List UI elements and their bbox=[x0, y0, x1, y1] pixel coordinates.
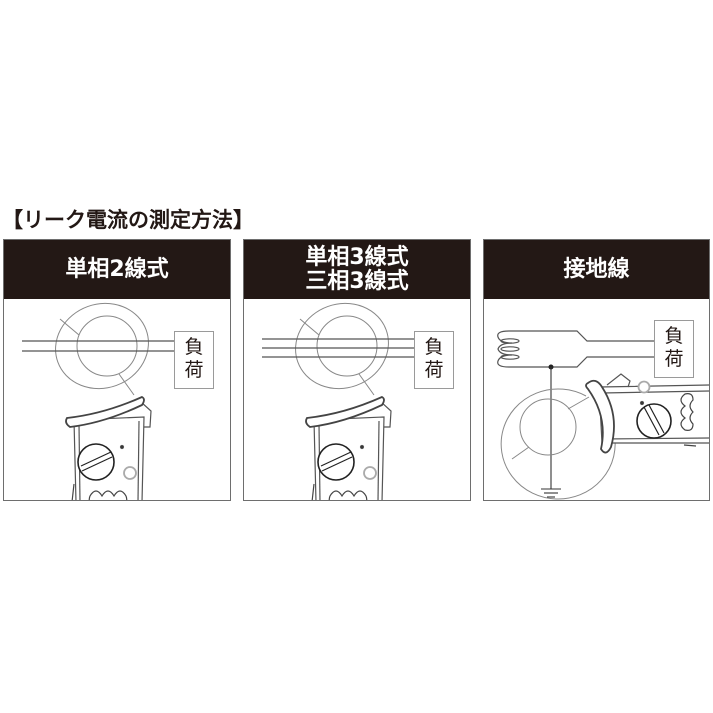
coil-icon bbox=[497, 330, 654, 368]
page-title: 【リーク電流の測定方法】 bbox=[2, 208, 254, 232]
panel-header: 単相3線式 三相3線式 bbox=[244, 240, 470, 299]
panel-single-phase-2-wire: 単相2線式 負 荷 bbox=[3, 239, 231, 501]
ground-icon bbox=[541, 367, 561, 498]
ground-clamp-diagram bbox=[497, 330, 709, 500]
panel-header: 単相2線式 bbox=[4, 240, 230, 299]
panel-ground-wire: 接地線 bbox=[483, 239, 710, 501]
panel-single-three-phase-3-wire: 単相3線式 三相3線式 負 荷 bbox=[243, 239, 471, 501]
load-label-char: 負 bbox=[424, 336, 444, 358]
load-label-char: 荷 bbox=[184, 359, 204, 381]
panel-header-label: 単相3線式 bbox=[305, 244, 409, 270]
wires-icon bbox=[22, 340, 174, 352]
wires-icon bbox=[262, 338, 414, 358]
panel-header-label: 接地線 bbox=[563, 256, 630, 282]
load-label-char: 荷 bbox=[424, 359, 444, 381]
load-label-char: 負 bbox=[184, 336, 204, 358]
panel-header-label: 三相3線式 bbox=[305, 268, 409, 294]
clamp-meter-diagram bbox=[22, 302, 174, 500]
panel-header: 接地線 bbox=[484, 240, 709, 299]
load-box: 負 荷 bbox=[414, 331, 454, 389]
load-box: 負 荷 bbox=[654, 320, 694, 378]
clamp-meter-diagram bbox=[262, 302, 414, 500]
load-label-char: 負 bbox=[664, 325, 684, 347]
panel-header-label: 単相2線式 bbox=[65, 256, 169, 282]
load-label-char: 荷 bbox=[664, 348, 684, 370]
load-box: 負 荷 bbox=[174, 331, 214, 389]
